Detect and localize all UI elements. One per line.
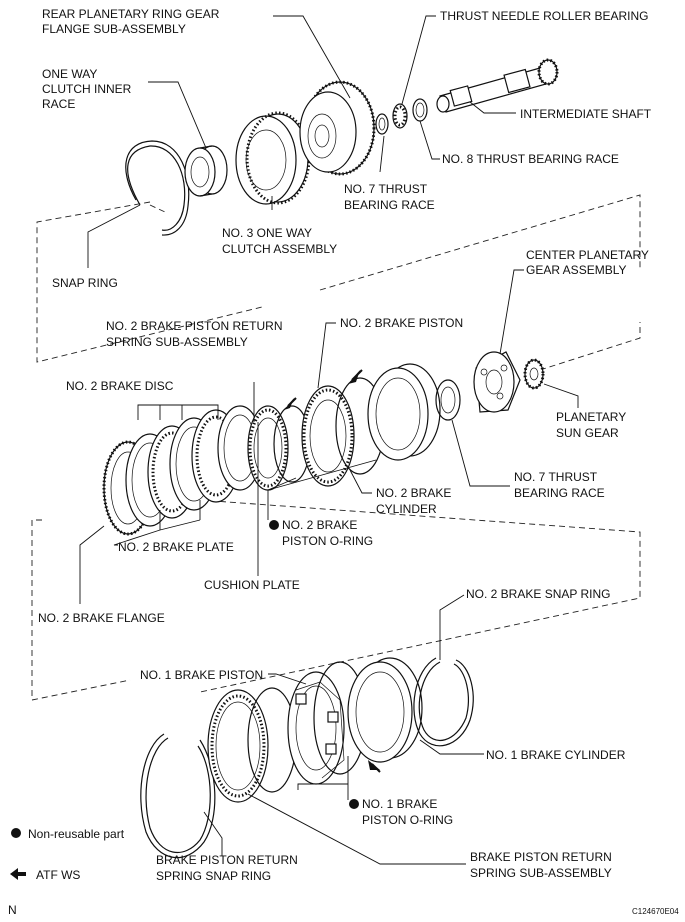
atf-arrow-bottom-icon [368, 760, 381, 773]
filled-circle-icon [11, 828, 21, 838]
one-way-clutch-inner-race [184, 145, 228, 197]
no8-thrust-race [412, 98, 428, 122]
label-no1-oring-line1: NO. 1 BRAKE [362, 797, 437, 811]
snap-ring-top [125, 140, 190, 236]
no1-brake-cylinder [347, 657, 423, 763]
label-no2-return-line2: SPRING SUB-ASSEMBLY [106, 335, 248, 349]
label-center-planetary-line2: GEAR ASSEMBLY [526, 263, 626, 277]
atf-arrow-icon [284, 369, 363, 410]
no7-thrust-race-top [375, 113, 389, 135]
leader-lines [79, 15, 579, 865]
label-no2-brake-cylinder-line1: NO. 2 BRAKE [376, 486, 451, 500]
label-no2-brake-flange: NO. 2 BRAKE FLANGE [38, 611, 165, 625]
label-one-way-line1: ONE WAY [42, 67, 97, 81]
label-planetary-sun-line2: SUN GEAR [556, 426, 619, 440]
label-no2-brake-disc: NO. 2 BRAKE DISC [66, 379, 174, 393]
legend-non-reusable: Non-reusable part [28, 827, 125, 841]
label-cushion-plate: CUSHION PLATE [204, 578, 300, 592]
label-no2-oring-line2: PISTON O-RING [282, 534, 373, 548]
label-planetary-sun-line1: PLANETARY [556, 410, 626, 424]
part-labels: REAR PLANETARY RING GEAR FLANGE SUB-ASSE… [38, 7, 652, 883]
return-spring-sub-assembly [207, 689, 269, 803]
label-no2-brake-snap-ring: NO. 2 BRAKE SNAP RING [466, 587, 611, 601]
legend-atf-ws: ATF WS [36, 868, 80, 882]
label-no2-brake-cylinder-line2: CYLINDER [376, 502, 437, 516]
label-thrust-needle-roller-bearing: THRUST NEEDLE ROLLER BEARING [440, 9, 649, 23]
return-spring-snap-ring [140, 733, 216, 859]
label-return-spring-line1: BRAKE PISTON RETURN [470, 850, 612, 864]
no1-brake-piston [287, 671, 345, 785]
label-rear-planetary-ring-gear-line2: FLANGE SUB-ASSEMBLY [42, 22, 186, 36]
label-return-snap-line1: BRAKE PISTON RETURN [156, 853, 298, 867]
left-arrow-icon [10, 868, 26, 880]
label-no2-oring-line1: NO. 2 BRAKE [282, 518, 357, 532]
figure-code: C124670E04 [632, 907, 679, 916]
assembly-guide-lines [31, 194, 641, 701]
label-intermediate-shaft: INTERMEDIATE SHAFT [520, 107, 652, 121]
no2-brake-piston [301, 385, 355, 487]
no2-brake-disc-stack [102, 405, 263, 536]
label-center-planetary-line1: CENTER PLANETARY [526, 248, 649, 262]
label-no8-thrust-bearing-race: NO. 8 THRUST BEARING RACE [442, 152, 619, 166]
corner-letter: N [8, 903, 17, 917]
planetary-sun-gear [523, 358, 545, 390]
label-return-spring-line2: SPRING SUB-ASSEMBLY [470, 866, 612, 880]
label-no1-brake-piston: NO. 1 BRAKE PISTON [140, 668, 263, 682]
label-return-snap-line2: SPRING SNAP RING [156, 869, 271, 883]
label-one-way-line3: RACE [42, 97, 75, 111]
label-no7-thrust-mid-line1: NO. 7 THRUST [514, 470, 598, 484]
non-reusable-mark-icon [269, 520, 279, 530]
label-no7-thrust-top-line2: BEARING RACE [344, 198, 435, 212]
label-no7-thrust-top-line1: NO. 7 THRUST [344, 182, 428, 196]
label-no2-return-line1: NO. 2 BRAKE PISTON RETURN [106, 319, 282, 333]
non-reusable-mark-icon [349, 799, 359, 809]
label-no1-oring-line2: PISTON O-RING [362, 813, 453, 827]
label-one-way-line2: CLUTCH INNER [42, 82, 132, 96]
label-no3-one-way-line1: NO. 3 ONE WAY [222, 226, 312, 240]
thrust-needle-bearing [392, 103, 408, 129]
no2-brake-cylinder [367, 363, 441, 461]
label-no1-brake-cylinder: NO. 1 BRAKE CYLINDER [486, 748, 626, 762]
label-rear-planetary-ring-gear-line1: REAR PLANETARY RING GEAR [42, 7, 220, 21]
rear-planetary-ring-gear [299, 80, 376, 176]
center-planetary-gear [473, 351, 521, 413]
no7-thrust-race-mid [435, 379, 461, 421]
legend: Non-reusable part ATF WS [10, 827, 125, 882]
label-no2-brake-piston: NO. 2 BRAKE PISTON [340, 316, 463, 330]
no3-one-way-clutch [235, 111, 311, 205]
label-no3-one-way-line2: CLUTCH ASSEMBLY [222, 242, 337, 256]
label-no7-thrust-mid-line2: BEARING RACE [514, 486, 605, 500]
no2-brake-snap-ring [413, 657, 474, 747]
label-no2-brake-plate: NO. 2 BRAKE PLATE [118, 540, 234, 554]
intermediate-shaft [436, 58, 559, 113]
label-snap-ring: SNAP RING [52, 276, 118, 290]
